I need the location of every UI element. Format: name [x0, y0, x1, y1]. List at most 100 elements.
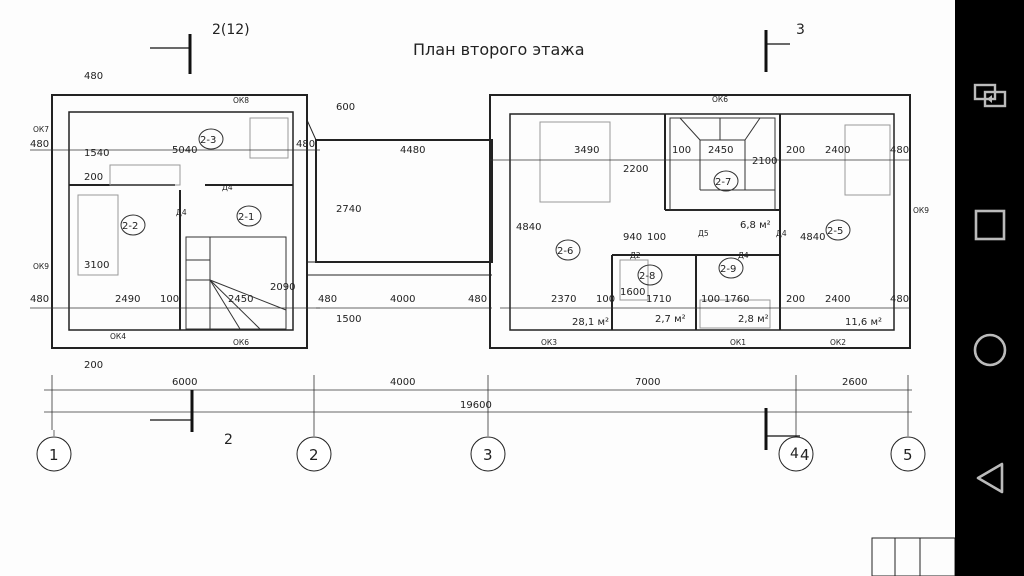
section-mark-bottom-right: 4: [790, 446, 799, 462]
door-label: Д2: [630, 251, 641, 260]
dim-text: 19600: [460, 400, 492, 411]
axis-bubble-1: [36, 436, 72, 472]
window-label: ОК1: [730, 338, 746, 347]
room-label: 2-7: [715, 177, 731, 188]
window-label: ОК7: [33, 125, 49, 134]
axis-label: 3: [483, 446, 493, 464]
dim-text: 2400: [825, 145, 850, 156]
dim-text: 1500: [336, 314, 361, 325]
dim-text: 480: [30, 294, 49, 305]
dim-text: 2090: [270, 282, 295, 293]
door-label: Д4: [222, 183, 233, 192]
axis-bubble-2: [296, 436, 332, 472]
dim-text: 2400: [825, 294, 850, 305]
dim-text: 2100: [752, 156, 777, 167]
door-label: Д5: [698, 229, 709, 238]
dim-text: 480: [296, 139, 315, 150]
dim-text: 600: [336, 102, 355, 113]
room-label: 2-9: [720, 264, 736, 275]
window-label: ОК6: [233, 338, 249, 347]
section-mark-top-left: 2(12): [212, 22, 250, 38]
room-area: 28,1 м²: [572, 317, 609, 328]
dim-text: 100: [701, 294, 720, 305]
axis-label: 1: [49, 446, 59, 464]
window-label: ОК4: [110, 332, 126, 341]
room-label: 2-5: [827, 226, 843, 237]
room-label: 2-8: [639, 271, 655, 282]
dim-text: 2450: [708, 145, 733, 156]
dim-text: 480: [468, 294, 487, 305]
room-label: 2-2: [122, 221, 138, 232]
axis-label: 2: [309, 446, 319, 464]
room-area: 2,8 м²: [738, 314, 769, 325]
dim-text: 480: [318, 294, 337, 305]
back-button[interactable]: [955, 448, 1024, 508]
door-label: Д4: [176, 208, 187, 217]
room-area: 11,6 м²: [845, 317, 882, 328]
dim-text: 200: [84, 360, 103, 371]
dim-text: 200: [786, 145, 805, 156]
dim-text: 940: [623, 232, 642, 243]
home-button[interactable]: [955, 320, 1024, 380]
dim-text: 480: [30, 139, 49, 150]
dim-text: 100: [647, 232, 666, 243]
door-label: Д4: [776, 229, 787, 238]
dim-text: 2450: [228, 294, 253, 305]
back-triangle-icon: [976, 462, 1003, 494]
recents-square-icon: [974, 209, 1005, 241]
dim-text: 480: [84, 71, 103, 82]
room-area: 2,7 м²: [655, 314, 686, 325]
screen-mirror-button[interactable]: [955, 66, 1024, 126]
floor-plan-viewer[interactable]: План второго этажа 2(12) 3 2 4 1 2 3 4 5…: [0, 0, 955, 576]
door-label: Д4: [738, 251, 749, 260]
dim-text: 2740: [336, 204, 361, 215]
section-mark-top-right: 3: [796, 22, 805, 38]
dim-text: 1760: [724, 294, 749, 305]
android-navigation-bar: [955, 0, 1024, 576]
axis-label: 5: [903, 446, 913, 464]
drawing-title: План второго этажа: [413, 40, 585, 59]
home-circle-icon: [973, 333, 1006, 367]
dim-text: 2600: [842, 377, 867, 388]
dim-text: 3100: [84, 260, 109, 271]
dim-text: 4000: [390, 377, 415, 388]
dim-text: 1710: [646, 294, 671, 305]
dim-text: 6000: [172, 377, 197, 388]
section-mark-bottom-left: 2: [224, 432, 233, 448]
window-label: ОК2: [830, 338, 846, 347]
axis-bubble-5: [890, 436, 926, 472]
recents-button[interactable]: [955, 195, 1024, 255]
screen-mirror-icon: [973, 83, 1006, 108]
window-label: ОК6: [712, 95, 728, 104]
dim-text: 1540: [84, 148, 109, 159]
dim-text: 4840: [516, 222, 541, 233]
room-area: 6,8 м²: [740, 220, 771, 231]
dim-text: 100: [596, 294, 615, 305]
dim-text: 480: [890, 145, 909, 156]
window-label: ОК9: [913, 206, 929, 215]
axis-bubble-4: [778, 436, 814, 472]
window-label: ОК9: [33, 262, 49, 271]
corridor-outline: [315, 139, 493, 263]
dim-text: 200: [786, 294, 805, 305]
dim-text: 100: [160, 294, 179, 305]
dim-text: 2370: [551, 294, 576, 305]
room-label: 2-6: [557, 246, 573, 257]
dim-text: 4840: [800, 232, 825, 243]
window-label: ОК3: [541, 338, 557, 347]
dim-text: 200: [84, 172, 103, 183]
dim-text: 4480: [400, 145, 425, 156]
dim-text: 2490: [115, 294, 140, 305]
right-block-outline: [489, 94, 911, 349]
dim-text: 3490: [574, 145, 599, 156]
room-label: 2-3: [200, 135, 216, 146]
dim-text: 4000: [390, 294, 415, 305]
left-block-outline: [51, 94, 308, 349]
window-label: ОК8: [233, 96, 249, 105]
axis-bubble-3: [470, 436, 506, 472]
floor-plan-drawing: План второго этажа 2(12) 3 2 4 1 2 3 4 5…: [30, 22, 955, 576]
axis-label: 4: [800, 446, 810, 464]
dim-text: 100: [672, 145, 691, 156]
dim-text: 1600: [620, 287, 645, 298]
dim-text: 2200: [623, 164, 648, 175]
